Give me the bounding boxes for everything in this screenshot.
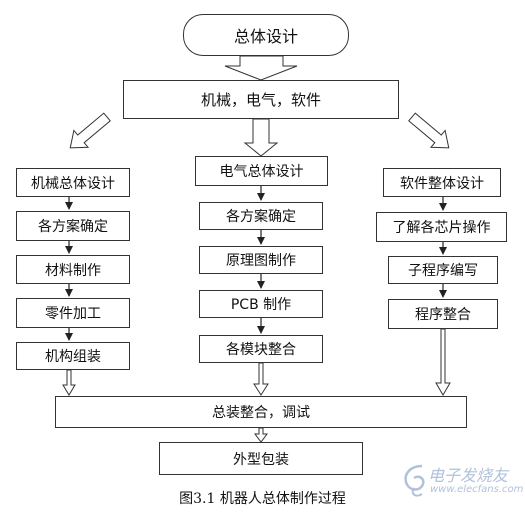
software-step-program-node: 程序整合: [388, 299, 498, 329]
mechanical-design-node: 机械总体设计: [16, 168, 130, 197]
software-step-chips-node: 了解各芯片操作: [376, 212, 507, 242]
hollow-arrow-elec-to-assembly: [253, 362, 269, 396]
hollow-arrow-assembly-to-packaging: [254, 427, 268, 443]
mechanical-step-assembly-node: 机构组装: [16, 342, 130, 370]
watermark-logo: 电子发烧友 www.elecfans.com: [400, 456, 524, 508]
electrical-step-plan-node: 各方案确定: [199, 202, 323, 230]
watermark-url-text: www.elecfans.com: [430, 484, 524, 495]
hollow-arrow-right: [408, 112, 450, 149]
mechanical-step-machining-node: 零件加工: [16, 298, 130, 328]
watermark-main-text: 电子发烧友: [428, 466, 509, 485]
mechanical-step-plan-node: 各方案确定: [16, 211, 130, 241]
electrical-step-pcb-node: PCB 制作: [199, 290, 323, 318]
electrical-step-schematic-node: 原理图制作: [199, 246, 323, 274]
watermark-swirl-icon: [404, 464, 425, 497]
software-design-node: 软件整体设计: [383, 168, 501, 197]
electrical-design-node: 电气总体设计: [195, 156, 328, 186]
overall-design-node: 总体设计: [183, 14, 349, 56]
packaging-node: 外型包装: [159, 442, 363, 475]
hollow-arrow-left: [69, 112, 111, 149]
mechanical-step-material-node: 材料制作: [16, 255, 130, 284]
hollow-arrow-center: [243, 118, 279, 157]
hollow-arrow-soft-to-assembly: [435, 328, 451, 396]
figure-caption: 图3.1 机器人总体制作过程: [179, 491, 346, 507]
software-step-subroutine-node: 子程序编写: [388, 256, 498, 284]
electrical-step-integration-node: 各模块整合: [199, 335, 323, 363]
hollow-arrow-mech-to-assembly: [62, 369, 76, 396]
final-assembly-node: 总装整合，调试: [55, 396, 467, 428]
hollow-arrow-top: [224, 55, 298, 81]
disciplines-node: 机械，电气，软件: [123, 80, 399, 119]
